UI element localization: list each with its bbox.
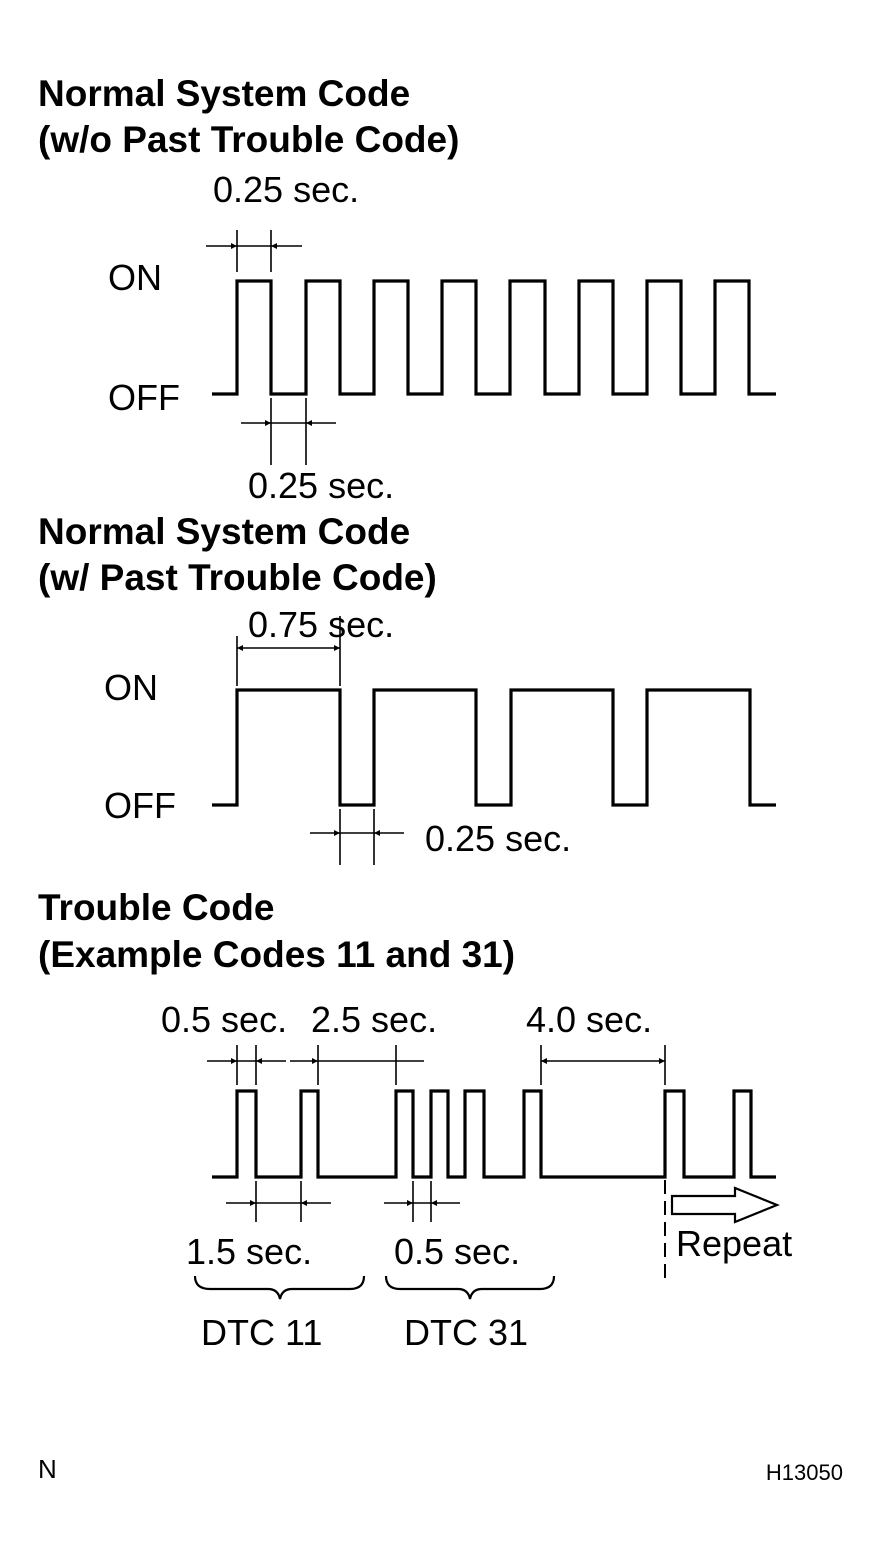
section1-top-dim-label: 0.25 sec. (213, 169, 359, 210)
section3-title-line1: Trouble Code (38, 887, 274, 928)
section3-waveform (212, 1089, 776, 1179)
section1-bottom-dim-label: 0.25 sec. (248, 465, 394, 506)
section3-dim-b-label: 2.5 sec. (311, 999, 437, 1040)
section3-dtc-right-label: DTC 31 (404, 1312, 528, 1353)
section1-title-line1: Normal System Code (38, 73, 410, 114)
section3-dim-e (384, 1181, 460, 1222)
section2-waveform (212, 688, 776, 807)
section3-dim-a-label: 0.5 sec. (161, 999, 287, 1040)
section1-waveform (212, 279, 776, 396)
section1-title-line2: (w/o Past Trouble Code) (38, 119, 459, 160)
section3-dim-d (226, 1181, 331, 1222)
section2-off-label: OFF (104, 785, 176, 826)
section1-on-label: ON (108, 257, 162, 298)
section3-dim-e-label: 0.5 sec. (394, 1231, 520, 1272)
section3-dtc-left-label: DTC 11 (201, 1312, 322, 1353)
section2-top-dim-label: 0.75 sec. (248, 604, 394, 645)
section3-dim-b (290, 1045, 424, 1085)
section3-brace-left (193, 1275, 366, 1300)
section3-title-line2: (Example Codes 11 and 31) (38, 934, 515, 975)
section3-brace-right (384, 1275, 556, 1300)
section3-repeat-arrow-icon (670, 1186, 780, 1224)
section3-dim-a (207, 1045, 286, 1085)
section1-off-label: OFF (108, 377, 180, 418)
section1-top-dim (206, 230, 302, 272)
section3-repeat-label: Repeat (676, 1223, 792, 1264)
section2-on-label: ON (104, 667, 158, 708)
footer-left-label: N (38, 1454, 57, 1484)
section2-title-line2: (w/ Past Trouble Code) (38, 557, 437, 598)
section2-top-dim (236, 616, 341, 686)
section3-dim-d-label: 1.5 sec. (186, 1231, 312, 1272)
section3-dim-c-label: 4.0 sec. (526, 999, 652, 1040)
footer-figure-id: H13050 (766, 1460, 843, 1485)
section2-bottom-dim (310, 809, 404, 865)
section3-dim-c (540, 1045, 666, 1085)
section2-title-line1: Normal System Code (38, 511, 410, 552)
section2-bottom-dim-label: 0.25 sec. (425, 818, 571, 859)
section1-bottom-dim (241, 398, 336, 465)
